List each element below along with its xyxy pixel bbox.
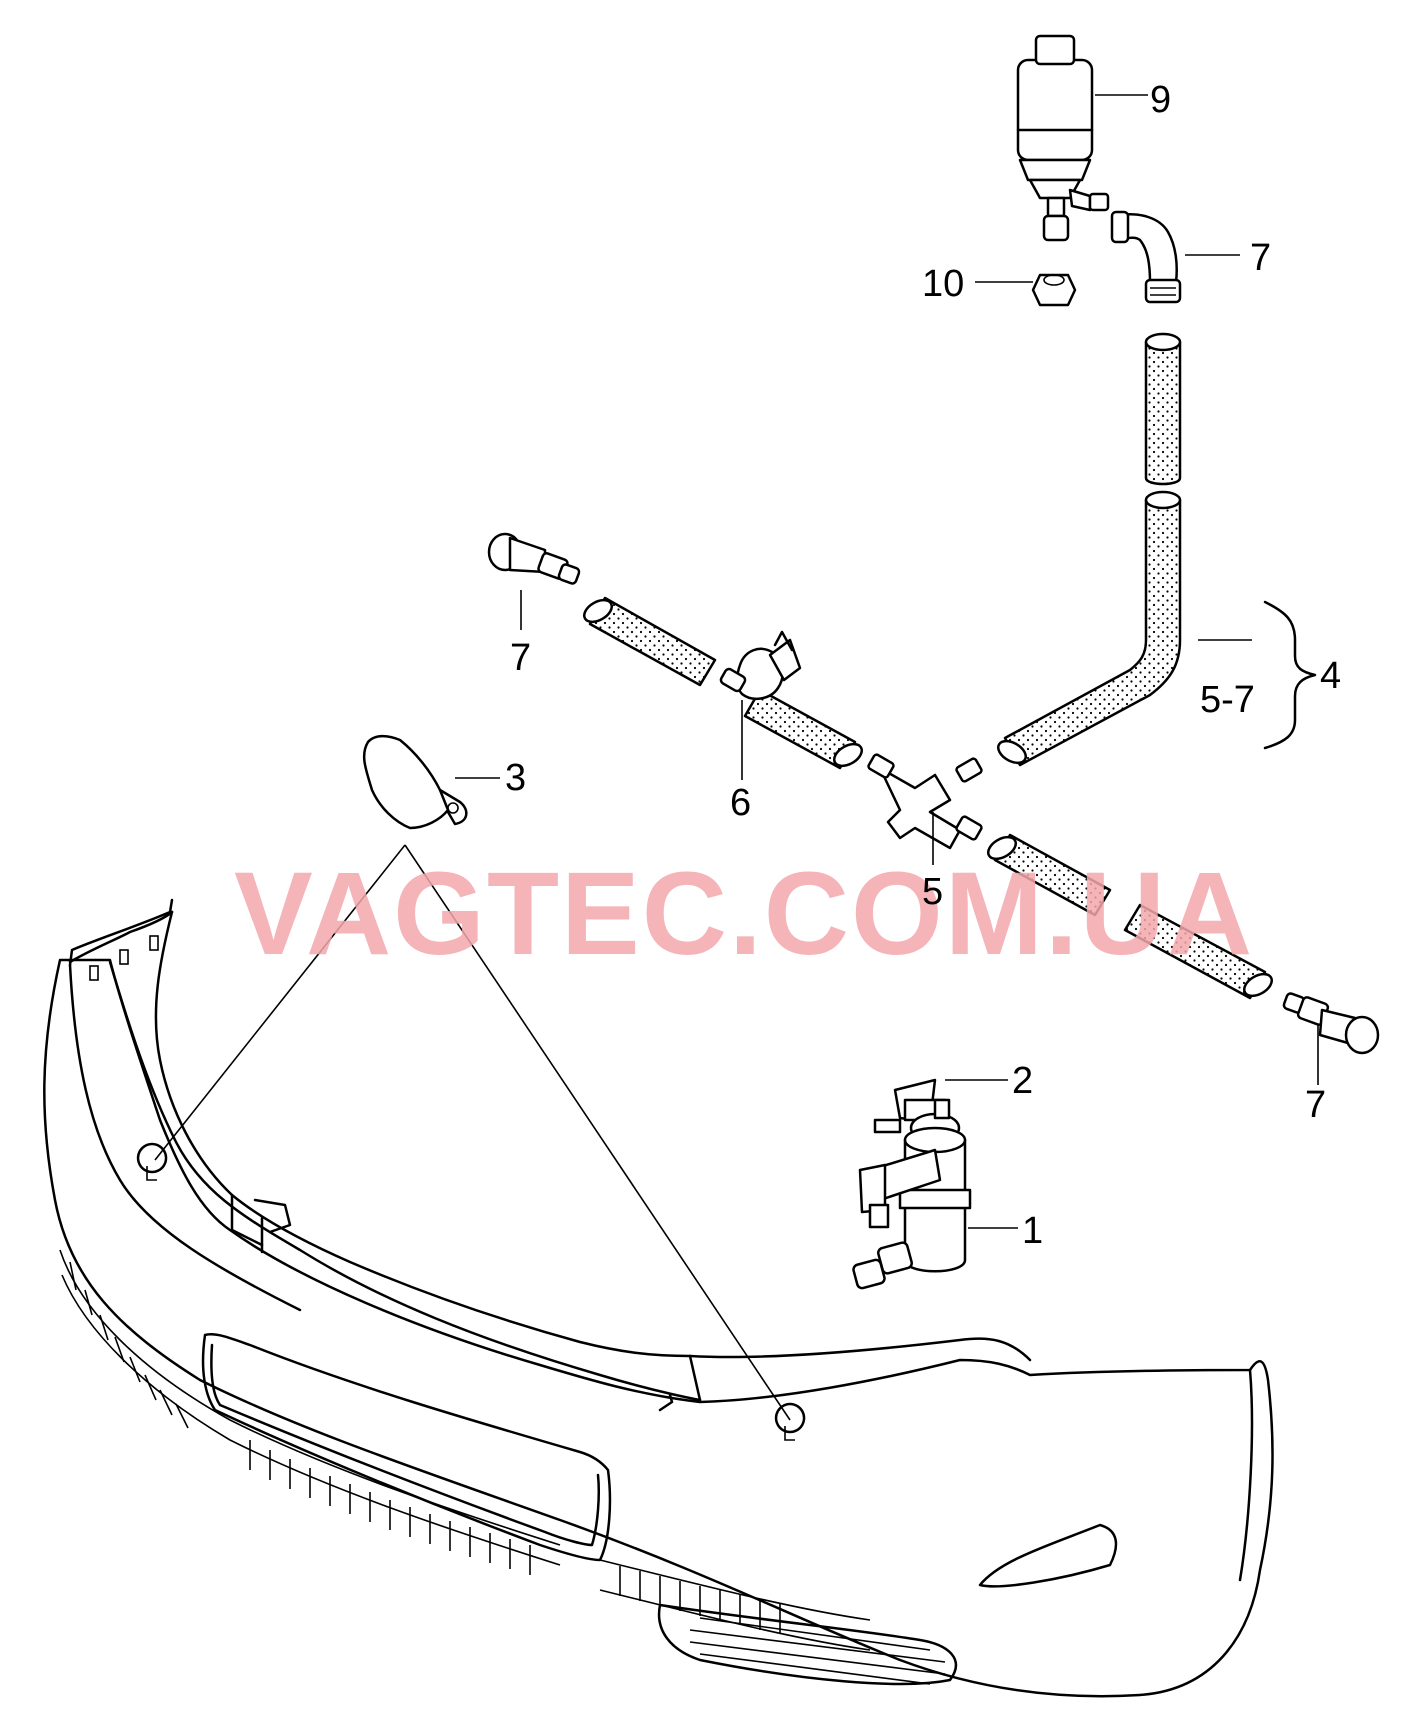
elbow-connector-part-7 [1110, 210, 1182, 304]
washer-hoses [583, 332, 1273, 1000]
hose-clip-part-6 [719, 630, 802, 701]
nozzle-right-part-7 [1282, 992, 1380, 1055]
callout-1: 1 [1022, 1210, 1043, 1252]
callout-4: 4 [1320, 655, 1341, 697]
nozzle-left-part-7 [487, 532, 581, 585]
callout-5: 5 [922, 871, 943, 913]
watermark-text: VAGTEC.COM.UA [234, 848, 1254, 980]
nut-part-10 [1031, 273, 1077, 307]
callout-9: 9 [1150, 79, 1171, 121]
callout-4-range: 5-7 [1200, 679, 1255, 721]
washer-pump-part-9 [1016, 34, 1110, 242]
callout-labels: 9 7 10 7 6 5 3 4 5-7 7 2 1 [505, 79, 1341, 1252]
washer-cap-part-3 [362, 734, 468, 830]
callout-leaders [455, 94, 1319, 1229]
callout-7-right: 7 [1305, 1084, 1326, 1126]
front-bumper [43, 898, 1274, 1698]
t-connector-part-5 [867, 753, 983, 850]
callout-7-top: 7 [1250, 237, 1271, 279]
cap-leader-lines [154, 844, 791, 1421]
washer-pump-part-1-2 [852, 1078, 972, 1290]
callout-7-left: 7 [510, 637, 531, 679]
callout-3: 3 [505, 757, 526, 799]
callout-2: 2 [1012, 1060, 1033, 1102]
callout-6: 6 [730, 782, 751, 824]
callout-10: 10 [922, 263, 964, 305]
